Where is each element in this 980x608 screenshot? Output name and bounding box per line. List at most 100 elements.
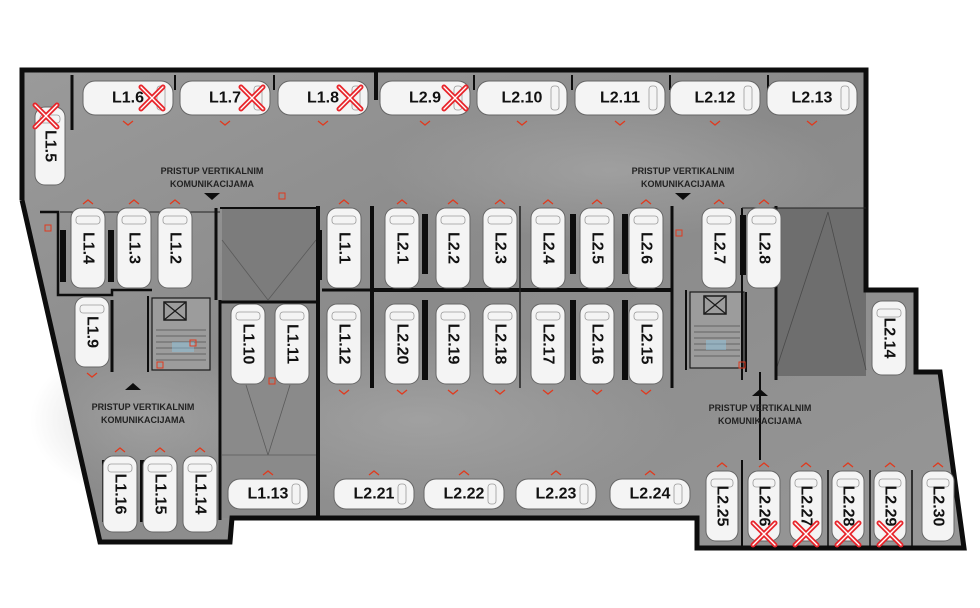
parking-spot[interactable]: L1.11: [274, 303, 310, 385]
parking-spot[interactable]: L1.10: [230, 303, 266, 385]
car-icon: [326, 303, 362, 385]
car-window-icon: [487, 483, 497, 505]
car-icon: [82, 80, 174, 116]
parking-spot[interactable]: L2.9: [379, 80, 471, 126]
car-icon: [669, 80, 761, 116]
parking-spot[interactable]: L1.14: [182, 447, 218, 533]
parking-spot[interactable]: L2.24: [609, 470, 691, 510]
direction-chevron-icon: [542, 199, 554, 205]
parking-spot[interactable]: L2.16: [579, 303, 615, 395]
parking-spot[interactable]: L1.5: [32, 102, 66, 186]
parking-spot[interactable]: L2.28: [831, 462, 865, 548]
parking-spot[interactable]: L1.13: [227, 470, 309, 510]
parking-spot[interactable]: L1.7: [179, 80, 271, 126]
taken-x-icon: [792, 520, 820, 548]
parking-spot[interactable]: L2.8: [746, 199, 782, 289]
access-arrow-icon: [125, 383, 141, 390]
car-window-icon: [397, 483, 407, 505]
parking-spot[interactable]: L2.17: [530, 303, 566, 395]
direction-chevron-icon: [800, 462, 812, 468]
parking-spot[interactable]: L2.3: [482, 199, 518, 289]
parking-spot[interactable]: L2.2: [435, 199, 471, 289]
direction-chevron-icon: [128, 199, 140, 205]
parking-spot[interactable]: L1.3: [116, 199, 152, 289]
parking-spot[interactable]: L2.27: [789, 462, 823, 548]
parking-spot[interactable]: L1.12: [326, 303, 362, 395]
car-window-icon: [648, 85, 658, 111]
taken-x-icon: [876, 520, 904, 548]
parking-spot[interactable]: L2.30: [921, 462, 955, 542]
parking-spot[interactable]: L2.10: [476, 80, 568, 126]
car-window-icon: [162, 215, 188, 225]
direction-chevron-icon: [709, 120, 721, 126]
direction-chevron-icon: [614, 120, 626, 126]
parking-spot[interactable]: L2.1: [384, 199, 420, 289]
parking-spot[interactable]: L2.15: [628, 303, 664, 395]
access-arrow-icon: [204, 193, 220, 200]
spot-label: L2.5: [589, 232, 606, 264]
car-window-icon: [743, 85, 753, 111]
parking-spot[interactable]: L1.8: [277, 80, 369, 126]
car-window-icon: [550, 85, 560, 111]
parking-spot[interactable]: L1.4: [70, 199, 106, 289]
parking-spot[interactable]: L2.22: [423, 470, 505, 510]
parking-spot[interactable]: L2.5: [579, 199, 615, 289]
spot-label: L2.8: [756, 232, 773, 264]
parking-spot[interactable]: L2.26: [747, 462, 781, 548]
parking-spot[interactable]: L2.25: [705, 462, 739, 542]
spot-label: L2.29: [882, 486, 899, 527]
car-icon: [705, 470, 739, 542]
parking-spot[interactable]: L2.14: [871, 300, 907, 376]
spot-label: L1.7: [209, 90, 241, 107]
car-window-icon: [584, 215, 610, 225]
car-icon: [230, 303, 266, 385]
parking-spot[interactable]: L1.15: [142, 447, 178, 533]
parking-spot[interactable]: L2.4: [530, 199, 566, 289]
parking-spot[interactable]: L2.12: [669, 80, 761, 126]
car-window-icon: [836, 478, 860, 488]
car-icon: [277, 80, 369, 116]
direction-chevron-icon: [396, 389, 408, 395]
direction-chevron-icon: [338, 199, 350, 205]
parking-spot[interactable]: L1.1: [326, 199, 362, 289]
spot-label: L2.2: [445, 232, 462, 264]
parking-spot[interactable]: L2.21: [333, 470, 415, 510]
parking-spot[interactable]: L2.29: [873, 462, 907, 548]
direction-chevron-icon: [194, 447, 206, 453]
parking-spot[interactable]: L1.2: [157, 199, 193, 289]
parking-spot[interactable]: L2.19: [435, 303, 471, 395]
car-icon: [921, 470, 955, 542]
access-arrow-icon: [675, 193, 691, 200]
parking-spot[interactable]: L2.11: [574, 80, 666, 126]
car-window-icon: [440, 311, 466, 321]
car-window-icon: [535, 311, 561, 321]
car-icon: [530, 207, 566, 289]
car-icon: [435, 207, 471, 289]
spot-label: L1.1: [336, 232, 353, 264]
spot-label: L1.6: [112, 90, 144, 107]
parking-spot[interactable]: L2.23: [515, 470, 597, 510]
parking-spot[interactable]: L1.9: [74, 296, 110, 378]
ramp-right: [775, 208, 867, 376]
direction-chevron-icon: [591, 199, 603, 205]
parking-spot[interactable]: L2.20: [384, 303, 420, 395]
direction-chevron-icon: [550, 470, 562, 476]
car-window-icon: [751, 215, 777, 225]
taken-x-icon: [834, 520, 862, 548]
parking-spot[interactable]: L2.18: [482, 303, 518, 395]
spot-label: L1.14: [192, 474, 209, 515]
interior-walls: [40, 70, 913, 548]
car-window-icon: [794, 478, 818, 488]
parking-spot[interactable]: L2.13: [766, 80, 858, 126]
car-icon: [579, 303, 615, 385]
direction-chevron-icon: [494, 389, 506, 395]
spot-label: L2.15: [638, 324, 655, 365]
car-icon: [102, 455, 138, 533]
parking-spot[interactable]: L1.16: [102, 447, 138, 533]
parking-spot[interactable]: L2.7: [701, 199, 737, 289]
direction-chevron-icon: [114, 447, 126, 453]
parking-spot[interactable]: L2.6: [628, 199, 664, 289]
parking-spot[interactable]: L1.6: [82, 80, 174, 126]
car-icon: [179, 80, 271, 116]
